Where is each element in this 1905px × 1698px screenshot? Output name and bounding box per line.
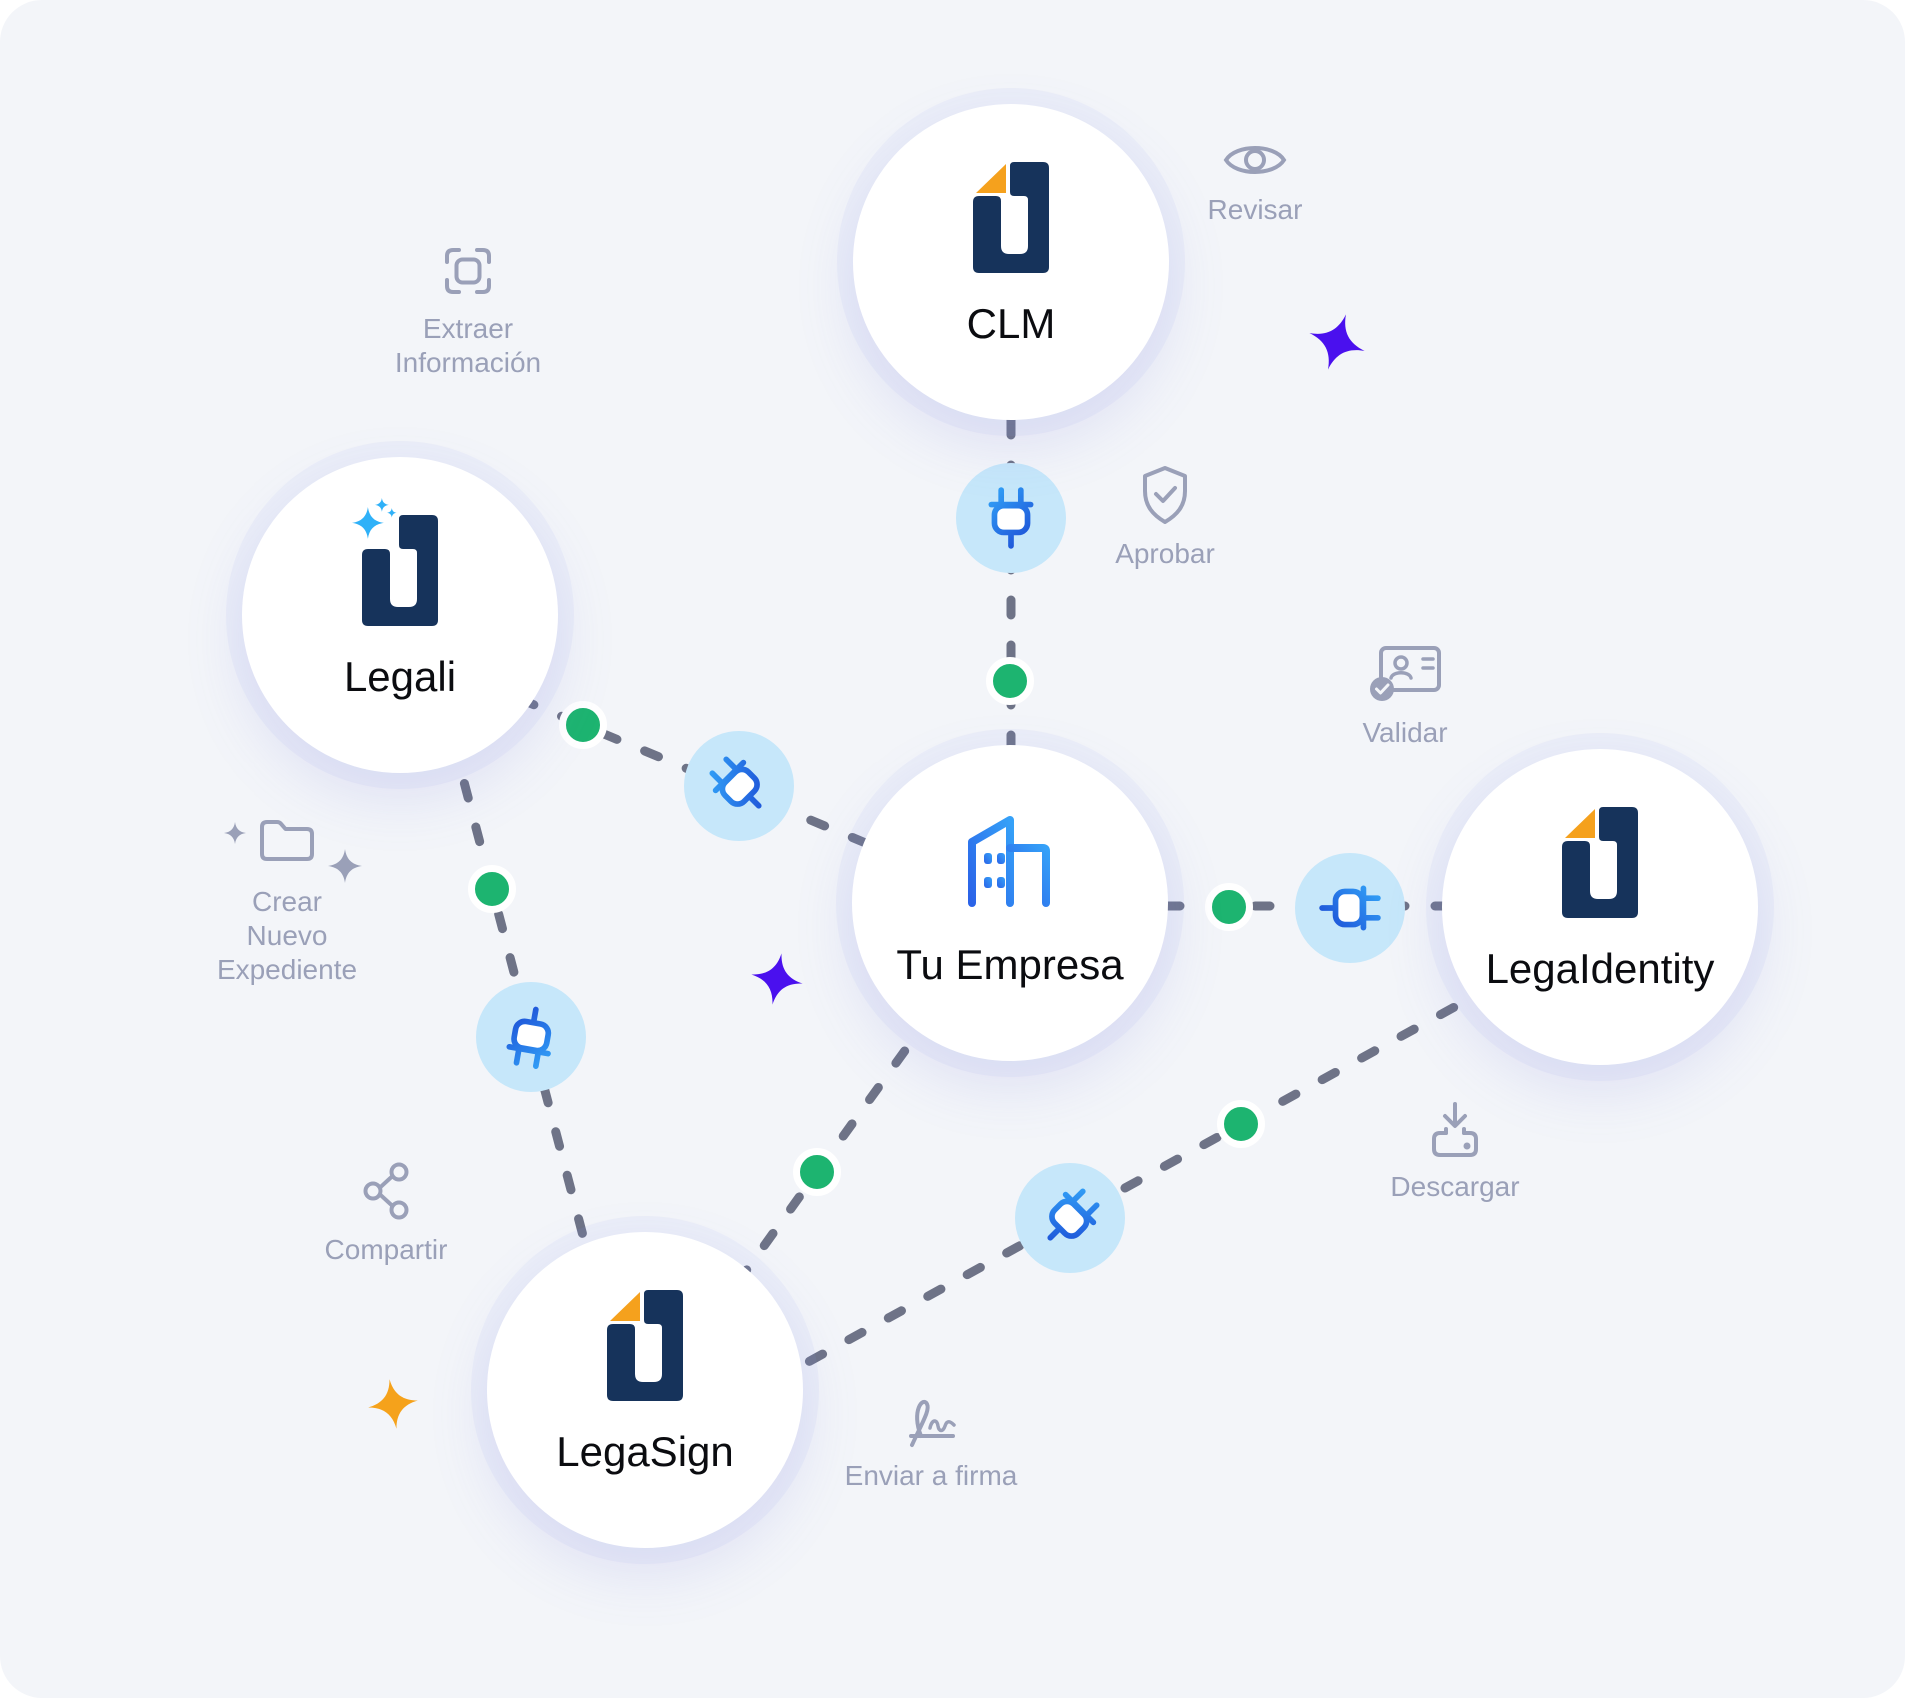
node-label: Tu Empresa (896, 941, 1124, 988)
action-label: Extraer Información (394, 313, 542, 378)
signature-icon (909, 1400, 956, 1447)
plug-connector (1295, 853, 1405, 963)
plug-icon (980, 487, 1042, 549)
action-crear-nuevo-expediente: Crear Nuevo Expediente (216, 815, 362, 987)
scan-frame-icon (445, 248, 491, 294)
node-tu-empresa: Tu Empresa (852, 745, 1168, 1061)
action-compartir: Compartir (286, 1161, 486, 1267)
node-label: LegaSign (556, 1428, 734, 1475)
checkpoint-dot (793, 1148, 841, 1196)
id-card-check-icon (1370, 646, 1441, 701)
connection-legasign-legaidentity (765, 966, 1525, 1388)
document-sparkle-logo (362, 515, 438, 626)
plug-icon (695, 742, 783, 830)
plug-connector (684, 731, 794, 841)
action-label: Revisar (1207, 194, 1303, 225)
download-tray-icon (1432, 1102, 1478, 1157)
action-enviar-a-firma: Enviar a firma (811, 1391, 1051, 1493)
node-label: CLM (966, 300, 1056, 347)
action-validar: Validar (1305, 644, 1505, 750)
building-icon (960, 817, 1060, 907)
folder-icon (260, 820, 314, 861)
plug-icon (1026, 1174, 1114, 1262)
node-legali: Legali (242, 457, 558, 773)
action-label: Crear Nuevo Expediente (216, 886, 358, 985)
sparkle-purple-center-icon (746, 948, 808, 1010)
plug-connector (1015, 1163, 1125, 1273)
plug-icon (1319, 877, 1381, 939)
action-label: Compartir (324, 1234, 448, 1265)
document-fold-logo (607, 1290, 683, 1401)
node-label: Legali (343, 653, 457, 700)
action-revisar: Revisar (1155, 139, 1355, 227)
share-icon (363, 1162, 409, 1220)
checkpoint-dot (1217, 1100, 1265, 1148)
checkpoint-dot (1205, 883, 1253, 931)
node-legasign: LegaSign (487, 1232, 803, 1548)
node-label: LegaIdentity (1485, 945, 1715, 992)
plug-icon (495, 1001, 567, 1073)
checkpoint-dot (986, 657, 1034, 705)
plug-connector (956, 463, 1066, 573)
sparkle-icon (224, 822, 246, 844)
node-legaidentity: LegaIdentity (1442, 749, 1758, 1065)
folder-icon-group (216, 815, 362, 883)
sparkle-orange-icon (364, 1375, 422, 1433)
action-extraer-informacion: Extraer Información (368, 242, 568, 380)
action-label: Aprobar (1115, 538, 1215, 569)
document-fold-logo (973, 162, 1049, 273)
action-descargar: Descargar (1355, 1100, 1555, 1204)
action-label: Descargar (1390, 1171, 1520, 1202)
action-label: Validar (1362, 717, 1448, 748)
action-aprobar: Aprobar (1065, 465, 1265, 571)
plug-connector (476, 982, 586, 1092)
shield-check-icon (1143, 466, 1187, 524)
action-label: Enviar a firma (844, 1460, 1018, 1491)
sparkle-icon (328, 849, 362, 883)
checkpoint-dot (468, 865, 516, 913)
eye-icon (1223, 146, 1287, 174)
node-clm: CLM (853, 104, 1169, 420)
checkpoint-dot (559, 701, 607, 749)
document-fold-logo (1562, 807, 1638, 918)
